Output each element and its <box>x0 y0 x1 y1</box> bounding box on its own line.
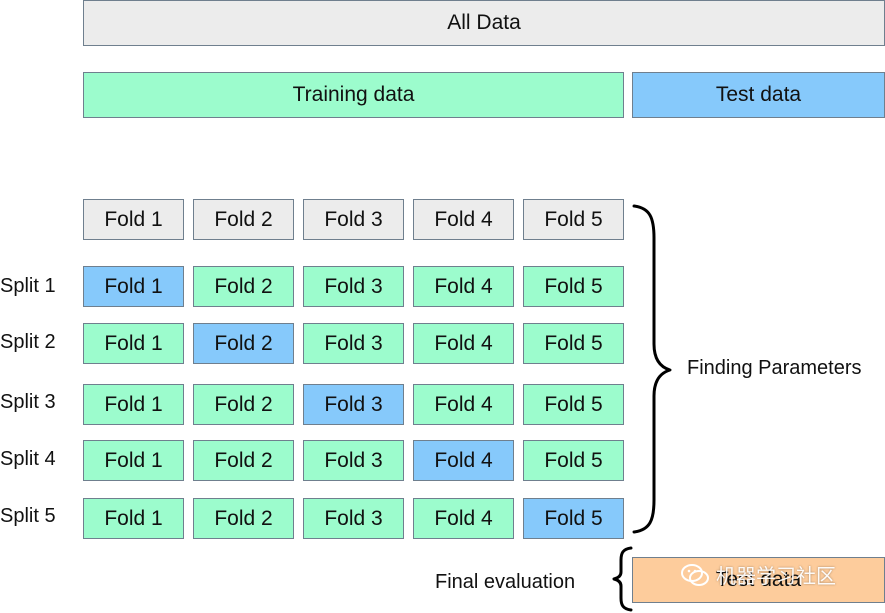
fold-label: Fold 3 <box>324 331 383 355</box>
split-5-fold-2: Fold 2 <box>193 498 294 539</box>
finding-parameters-label: Finding Parameters <box>687 357 862 379</box>
header-fold-label: Fold 2 <box>214 207 273 231</box>
fold-label: Fold 1 <box>104 392 163 416</box>
fold-label: Fold 5 <box>544 506 603 530</box>
split-3-label: Split 3 <box>0 391 56 413</box>
test-data-label: Test data <box>715 83 802 106</box>
training-data-box: Training data <box>83 72 624 118</box>
split-5-fold-3: Fold 3 <box>303 498 404 539</box>
final-evaluation-brace <box>612 546 633 612</box>
header-fold-5: Fold 5 <box>523 199 624 240</box>
split-2-fold-1: Fold 1 <box>83 323 184 364</box>
fold-label: Fold 3 <box>324 506 383 530</box>
all-data-label: All Data <box>447 11 521 34</box>
header-fold-label: Fold 3 <box>324 207 383 231</box>
split-4-fold-4: Fold 4 <box>413 440 514 481</box>
fold-label: Fold 1 <box>104 448 163 472</box>
fold-label: Fold 4 <box>434 392 493 416</box>
split-1-label: Split 1 <box>0 275 56 297</box>
split-4-fold-5: Fold 5 <box>523 440 624 481</box>
split-1-fold-5: Fold 5 <box>523 266 624 307</box>
fold-label: Fold 5 <box>544 274 603 298</box>
fold-label: Fold 1 <box>104 274 163 298</box>
split-2-fold-2: Fold 2 <box>193 323 294 364</box>
final-test-data-box: Test data <box>632 557 885 603</box>
split-3-fold-5: Fold 5 <box>523 384 624 425</box>
fold-label: Fold 5 <box>544 392 603 416</box>
fold-label: Fold 2 <box>214 331 273 355</box>
fold-label: Fold 3 <box>324 392 383 416</box>
split-4-fold-2: Fold 2 <box>193 440 294 481</box>
header-fold-label: Fold 1 <box>104 207 163 231</box>
finding-parameters-brace <box>632 204 672 534</box>
fold-label: Fold 4 <box>434 274 493 298</box>
split-1-fold-1: Fold 1 <box>83 266 184 307</box>
split-3-fold-3: Fold 3 <box>303 384 404 425</box>
test-data-box: Test data <box>632 72 885 118</box>
fold-label: Fold 5 <box>544 448 603 472</box>
split-1-fold-3: Fold 3 <box>303 266 404 307</box>
split-5-label: Split 5 <box>0 505 56 527</box>
split-5-fold-5: Fold 5 <box>523 498 624 539</box>
split-2-label: Split 2 <box>0 331 56 353</box>
fold-label: Fold 2 <box>214 448 273 472</box>
split-3-fold-1: Fold 1 <box>83 384 184 425</box>
fold-label: Fold 3 <box>324 448 383 472</box>
split-2-fold-4: Fold 4 <box>413 323 514 364</box>
split-5-fold-4: Fold 4 <box>413 498 514 539</box>
fold-label: Fold 2 <box>214 506 273 530</box>
header-fold-label: Fold 5 <box>544 207 603 231</box>
fold-label: Fold 4 <box>434 506 493 530</box>
split-1-fold-4: Fold 4 <box>413 266 514 307</box>
split-4-fold-1: Fold 1 <box>83 440 184 481</box>
split-4-label: Split 4 <box>0 448 56 470</box>
split-3-fold-4: Fold 4 <box>413 384 514 425</box>
header-fold-label: Fold 4 <box>434 207 493 231</box>
split-5-fold-1: Fold 1 <box>83 498 184 539</box>
fold-label: Fold 3 <box>324 274 383 298</box>
fold-label: Fold 1 <box>104 331 163 355</box>
split-4-fold-3: Fold 3 <box>303 440 404 481</box>
split-1-fold-2: Fold 2 <box>193 266 294 307</box>
fold-label: Fold 4 <box>434 331 493 355</box>
header-fold-4: Fold 4 <box>413 199 514 240</box>
fold-label: Fold 2 <box>214 274 273 298</box>
all-data-box: All Data <box>83 0 885 46</box>
fold-label: Fold 4 <box>434 448 493 472</box>
split-2-fold-5: Fold 5 <box>523 323 624 364</box>
header-fold-1: Fold 1 <box>83 199 184 240</box>
split-3-fold-2: Fold 2 <box>193 384 294 425</box>
fold-label: Fold 1 <box>104 506 163 530</box>
header-fold-2: Fold 2 <box>193 199 294 240</box>
split-2-fold-3: Fold 3 <box>303 323 404 364</box>
fold-label: Fold 5 <box>544 331 603 355</box>
training-data-label: Training data <box>292 83 415 106</box>
final-test-data-label: Test data <box>715 568 802 591</box>
fold-label: Fold 2 <box>214 392 273 416</box>
header-fold-3: Fold 3 <box>303 199 404 240</box>
final-evaluation-label: Final evaluation <box>435 571 576 593</box>
